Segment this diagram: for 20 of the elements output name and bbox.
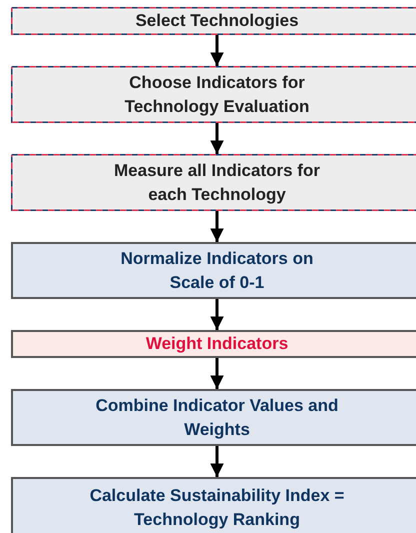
process-box xyxy=(11,7,416,35)
arrow xyxy=(210,35,224,66)
step-label: Select Technologies xyxy=(135,10,299,32)
step-label: Combine Indicator Values and Weights xyxy=(94,394,340,441)
arrow xyxy=(210,446,224,477)
arrow xyxy=(210,358,224,389)
arrow xyxy=(210,123,224,154)
process-box xyxy=(11,477,416,533)
arrow xyxy=(210,211,224,242)
process-box xyxy=(11,389,416,446)
step-label: Weight Indicators xyxy=(146,333,288,355)
step-label: Normalize Indicators on Scale of 0-1 xyxy=(120,248,314,294)
process-box xyxy=(11,330,416,358)
step-label: Calculate Sustainability Index = Technology Ranking xyxy=(88,485,346,531)
process-box xyxy=(11,154,416,211)
process-box xyxy=(11,66,416,123)
process-box xyxy=(11,242,416,299)
step-label: Choose Indicators for Technology Evaluation xyxy=(124,72,310,118)
arrow xyxy=(210,299,224,330)
step-label: Measure all Indicators for each Technology xyxy=(113,160,321,206)
